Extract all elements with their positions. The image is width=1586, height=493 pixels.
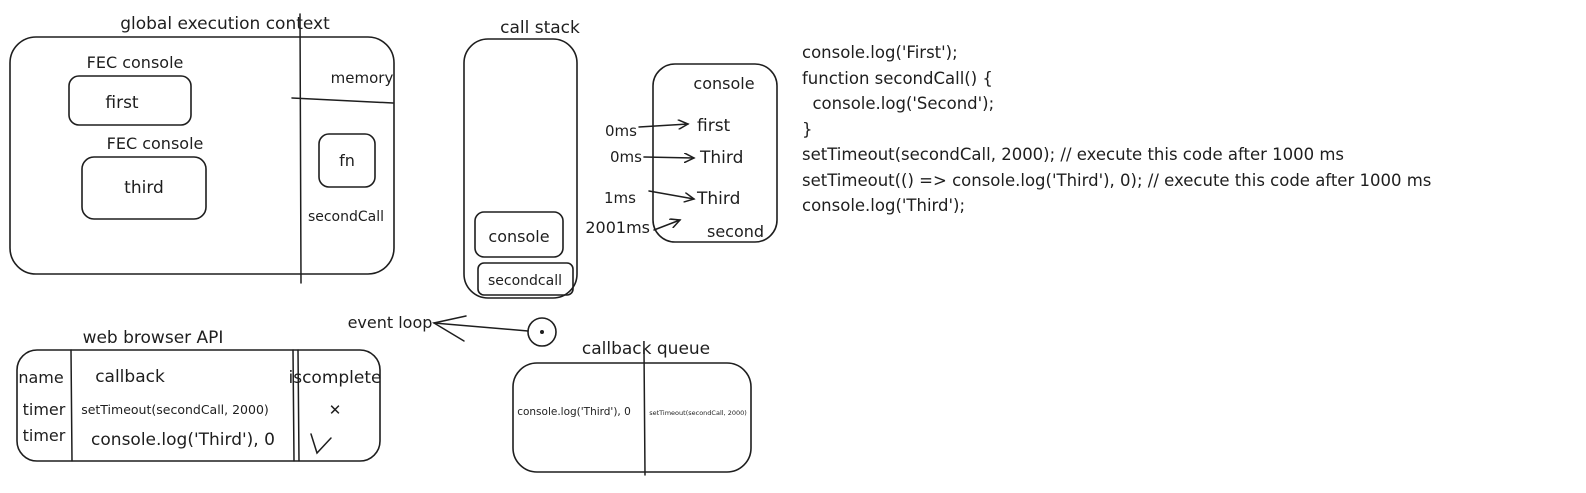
console-time-4: 2001ms bbox=[585, 218, 650, 237]
code-line: } bbox=[802, 119, 813, 139]
stack-frame-console bbox=[474, 211, 564, 258]
console-arrow-3 bbox=[648, 190, 694, 199]
code-line: console.log('Third'); bbox=[802, 196, 966, 215]
web-api-header-callback: callback bbox=[95, 367, 165, 387]
memory-fn-value: fn bbox=[339, 151, 355, 170]
web-api-header-name: name bbox=[18, 368, 63, 387]
check-icon bbox=[310, 433, 332, 455]
web-api-col-divider-2 bbox=[292, 349, 295, 462]
code-line: setTimeout(secondCall, 2000); // execute… bbox=[802, 145, 1345, 164]
fec-title-1: FEC console bbox=[87, 53, 184, 72]
global-context-title: global execution context bbox=[120, 14, 330, 34]
call-stack-title: call stack bbox=[500, 18, 580, 38]
call-stack: call stack console secondcall bbox=[463, 18, 580, 299]
callback-queue-item-1: console.log('Third'), 0 bbox=[517, 406, 631, 418]
console-panel: console 0ms first 0ms Third 1ms Third 20… bbox=[585, 63, 778, 243]
memory-label: memory bbox=[331, 69, 394, 87]
web-api-row1-complete: ✕ bbox=[329, 401, 342, 419]
web-api-row1-name: timer bbox=[23, 400, 66, 419]
code-line: function secondCall() { bbox=[802, 68, 993, 88]
event-loop-arrowhead-icon bbox=[431, 315, 467, 342]
event-loop-label: event loop bbox=[348, 313, 433, 332]
code-snippet: console.log('First'); function secondCal… bbox=[802, 40, 1431, 219]
code-line: console.log('Second'); bbox=[802, 94, 995, 113]
console-arrow-1 bbox=[638, 124, 688, 127]
console-time-3: 1ms bbox=[604, 189, 636, 207]
global-execution-context: global execution context memory FEC cons… bbox=[9, 13, 395, 284]
fec-block-third bbox=[81, 156, 207, 220]
memory-fn-name: secondCall bbox=[308, 209, 384, 225]
console-frame bbox=[652, 63, 778, 243]
fec-value-third: third bbox=[124, 178, 164, 198]
web-api-row2-callback: console.log('Third'), 0 bbox=[91, 430, 275, 450]
event-loop: event loop bbox=[348, 313, 557, 347]
code-line: setTimeout(() => console.log('Third'), 0… bbox=[802, 170, 1432, 190]
code-line: console.log('First'); bbox=[802, 43, 958, 62]
console-output-1: first bbox=[697, 116, 731, 136]
console-output-2: Third bbox=[699, 148, 743, 168]
event-loop-dot bbox=[540, 330, 544, 334]
web-api-table-frame bbox=[16, 349, 381, 462]
console-arrow-4 bbox=[653, 220, 680, 231]
event-loop-circle bbox=[527, 317, 557, 347]
web-api-row1-callback: setTimeout(secondCall, 2000) bbox=[81, 402, 269, 417]
web-browser-api: web browser API name callback iscomplete… bbox=[16, 328, 382, 462]
memory-divider bbox=[291, 97, 394, 104]
callback-queue: callback queue console.log('Third'), 0 s… bbox=[512, 339, 752, 476]
context-divider bbox=[299, 13, 302, 284]
stack-frame-secondcall-label: secondcall bbox=[488, 273, 562, 289]
console-output-3: Third bbox=[696, 189, 740, 209]
callback-queue-frame bbox=[512, 362, 752, 473]
event-loop-arrow-shaft bbox=[433, 322, 529, 332]
console-title: console bbox=[693, 74, 754, 93]
web-api-title: web browser API bbox=[83, 328, 224, 348]
callback-queue-divider bbox=[643, 349, 646, 476]
fec-title-2: FEC console bbox=[107, 134, 204, 153]
fec-block-first bbox=[68, 75, 192, 126]
console-output-4: second bbox=[707, 222, 764, 241]
call-stack-frame bbox=[463, 38, 578, 299]
stack-frame-secondcall bbox=[477, 262, 574, 296]
web-api-row2-name: timer bbox=[23, 426, 66, 445]
web-api-col-divider-1 bbox=[70, 349, 73, 462]
global-context-frame bbox=[9, 36, 395, 275]
console-time-2: 0ms bbox=[610, 148, 642, 166]
web-api-header-iscomplete: iscomplete bbox=[289, 368, 382, 388]
callback-queue-title: callback queue bbox=[582, 339, 710, 359]
stack-frame-console-label: console bbox=[488, 227, 549, 246]
web-api-col-divider-3 bbox=[297, 349, 300, 462]
console-time-1: 0ms bbox=[605, 122, 637, 140]
fec-value-first: first bbox=[105, 93, 139, 113]
callback-queue-item-2: setTimeout(secondCall, 2000) bbox=[649, 409, 747, 417]
console-arrow-2 bbox=[643, 157, 694, 158]
memory-fn-box bbox=[318, 133, 376, 188]
